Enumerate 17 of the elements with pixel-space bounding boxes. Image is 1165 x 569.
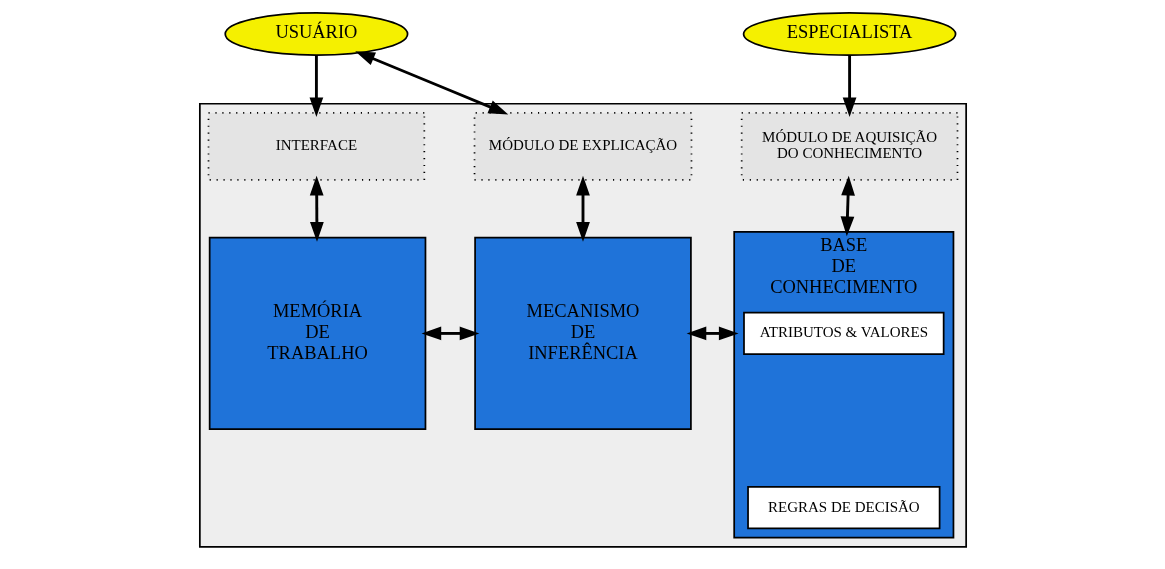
node-ellipse: USUÁRIO [223,12,408,57]
node-box: ATRIBUTOS & VALORES [742,311,944,356]
arrow [309,175,324,242]
arrow [842,55,856,118]
node-box: MEMÓRIA DE TRABALHO [208,236,426,431]
node-box: MECANISMO DE INFERÊNCIA [473,236,692,431]
arrow [686,326,739,341]
node-ellipse: ESPECIALISTA [742,12,956,57]
arrow [354,51,508,115]
arrow [575,175,590,242]
node-box: REGRAS DE DECISÃO [746,486,940,530]
node-box: MÓDULO DE AQUISIÇÃO DO CONHECIMENTO [740,112,958,181]
arrow [421,326,479,341]
arrow [309,55,323,118]
arrow [840,175,855,237]
node-box: MÓDULO DE EXPLICAÇÃO [473,112,692,181]
node-box: INTERFACE [207,112,425,181]
